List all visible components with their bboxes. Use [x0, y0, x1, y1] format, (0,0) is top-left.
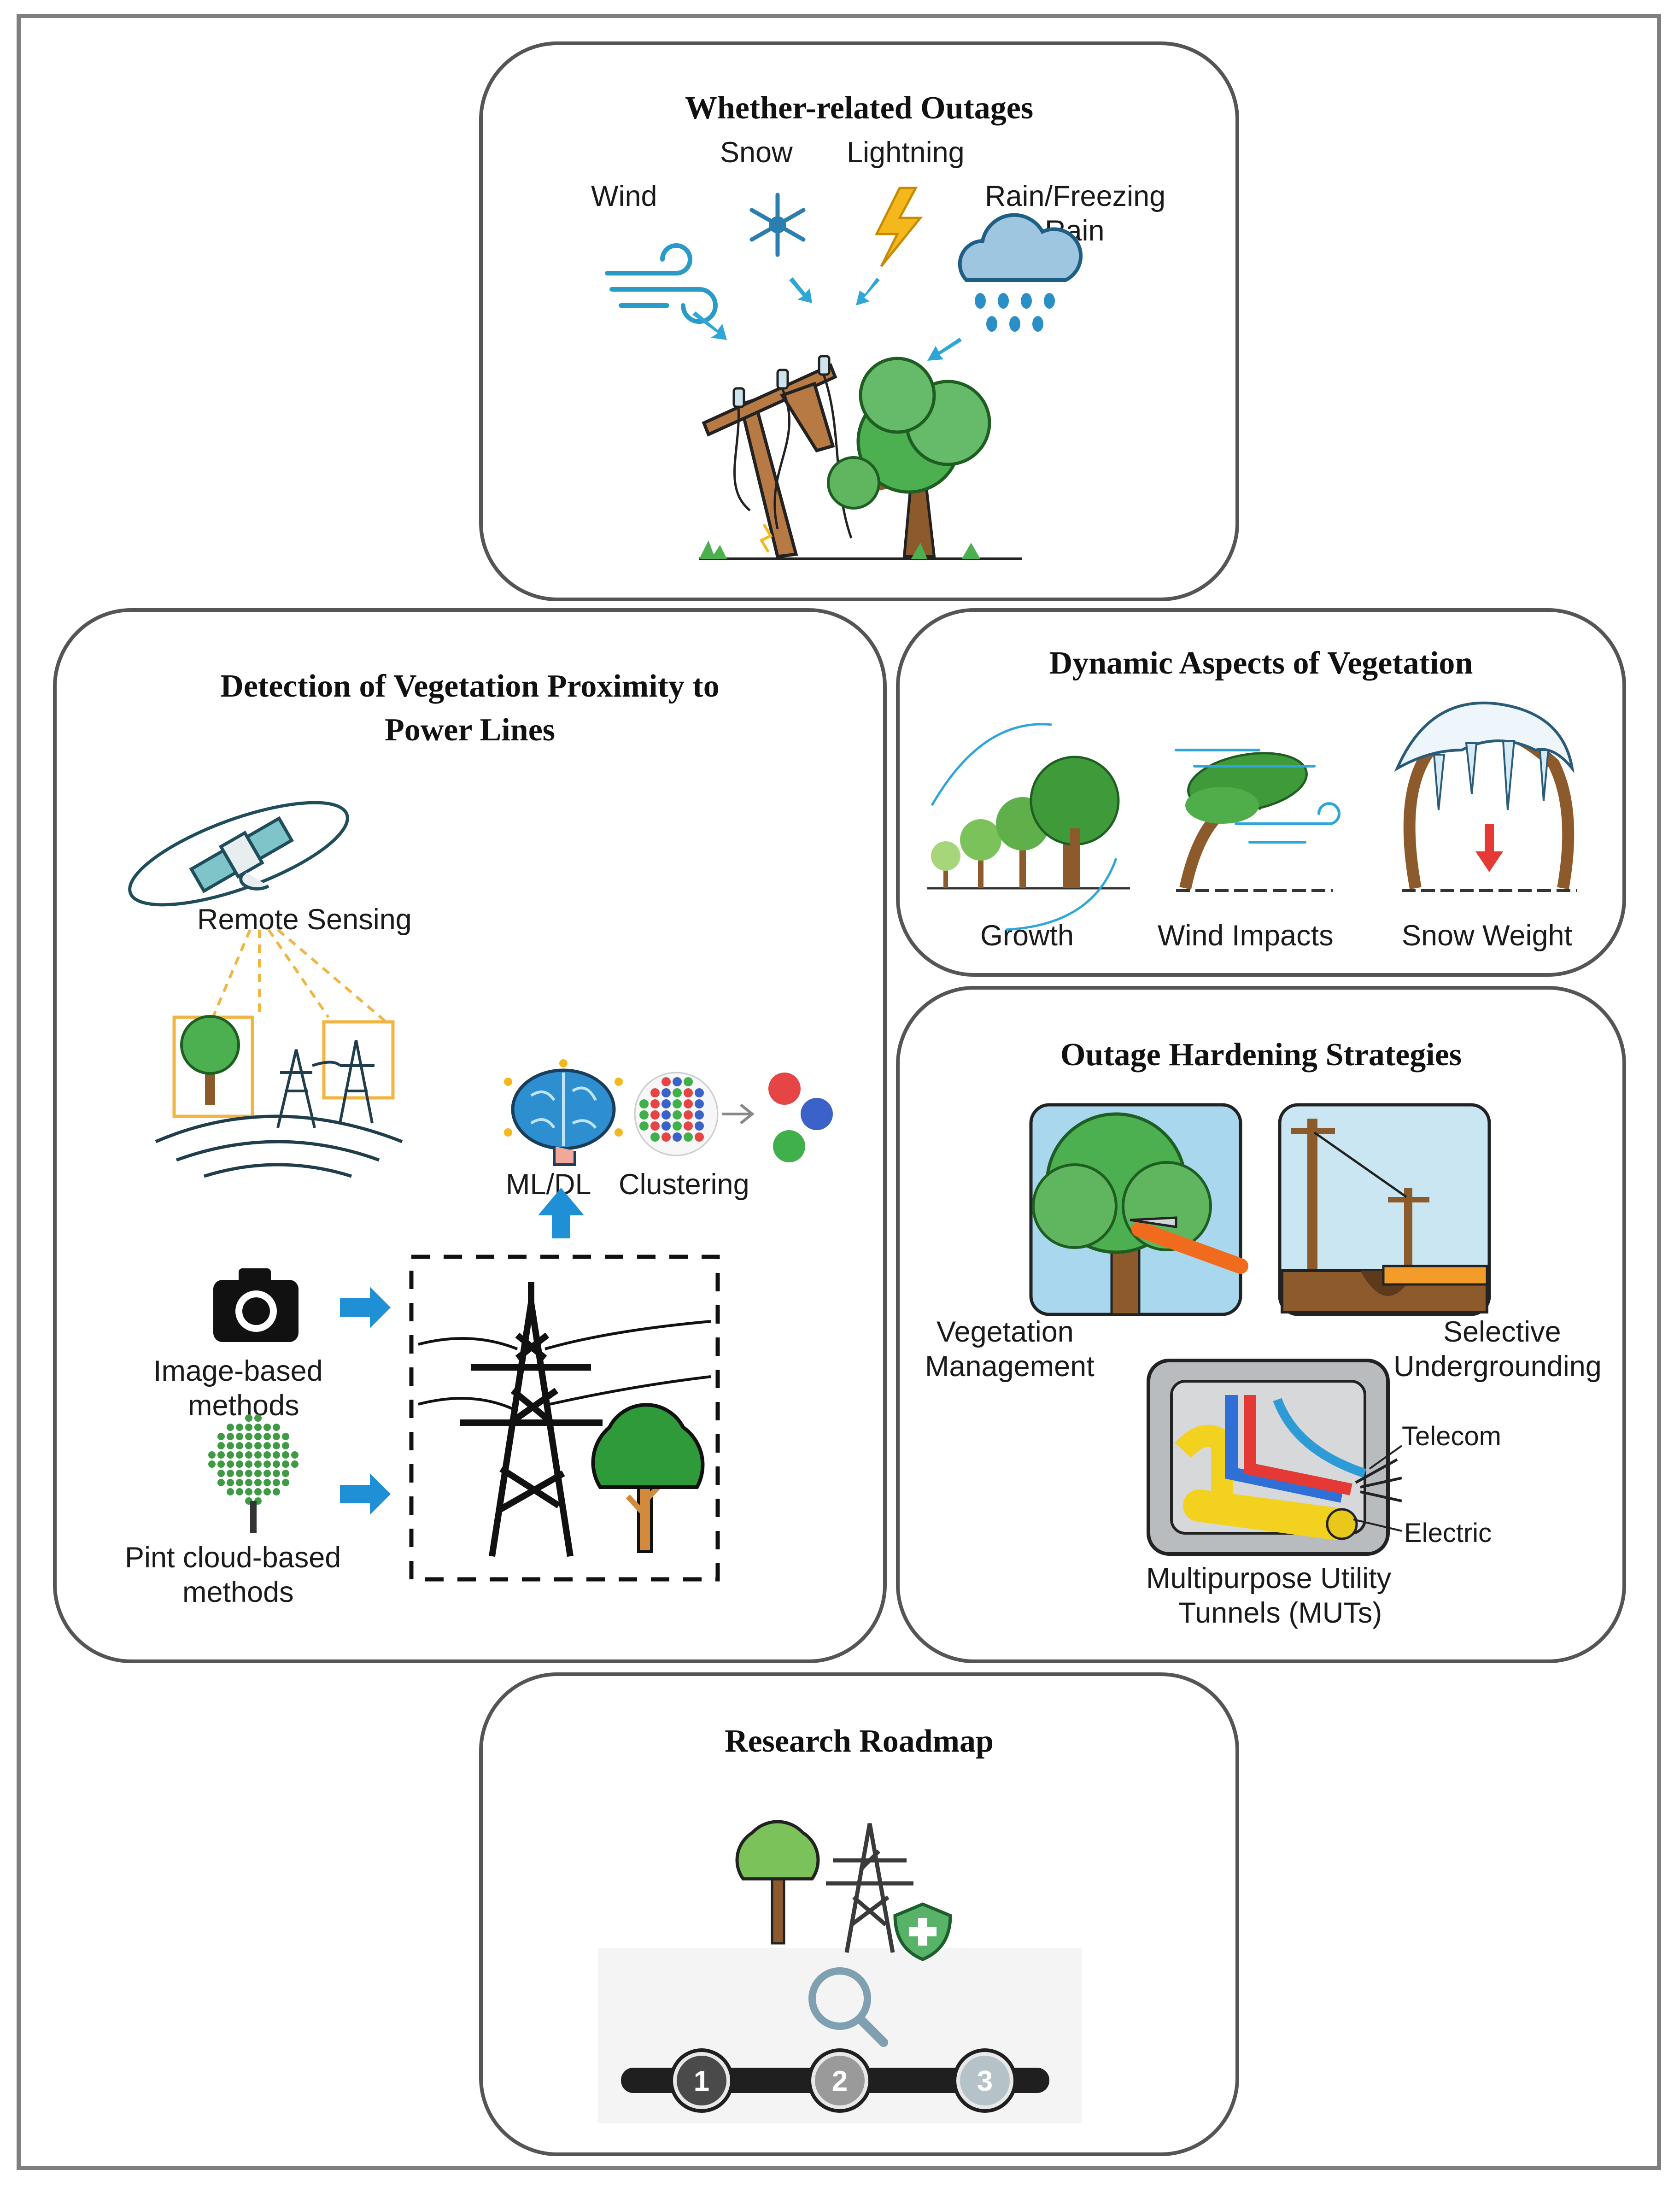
dynamic-aspects-panel: Dynamic Aspects of Vegetation Growth Win… [896, 608, 1626, 977]
wind-icon [605, 243, 718, 324]
image-methods-label-line2: methods [188, 1390, 299, 1422]
roadmap-step-2-number: 2 [832, 2065, 848, 2097]
detection-bounding-box [409, 1255, 720, 1582]
up-arrow-icon [538, 1188, 584, 1238]
growth-label: Growth [980, 920, 1074, 952]
clustering-label: Clustering [619, 1168, 749, 1201]
sensing-scene [155, 1015, 403, 1178]
growth-icon [927, 723, 1130, 931]
mut-label-line2: Tunnels (MUTs) [1178, 1597, 1382, 1629]
camera-icon [213, 1268, 299, 1342]
pointcloud-methods-label-line2: methods [182, 1576, 294, 1608]
broken-pole-icon [699, 355, 1022, 560]
telecom-label: Telecom [1402, 1421, 1501, 1451]
image-methods-label-line1: Image-based [153, 1355, 323, 1387]
hardening-panel-title: Outage Hardening Strategies [1060, 1037, 1462, 1073]
sensing-beams [210, 928, 387, 1023]
snowflake-icon [749, 193, 806, 257]
clustering-icon [634, 1072, 833, 1162]
detection-panel: Detection of Vegetation Proximity to Pow… [53, 608, 887, 1663]
selective-undergrounding-label-line2: Undergrounding [1393, 1350, 1602, 1383]
image-arrow-icon [340, 1287, 391, 1328]
weather-illustration [605, 187, 1083, 560]
detection-illustration [128, 801, 833, 1582]
wind-label: Wind [591, 180, 657, 212]
outer-frame [17, 14, 1661, 2170]
mut-label-line1: Multipurpose Utility [1146, 1562, 1392, 1595]
ml-dl-label: ML/DL [506, 1168, 591, 1201]
vegetation-management-label-line2: Management [925, 1350, 1095, 1383]
wind-impact-icon [1175, 749, 1340, 892]
roadmap-illustration: 1 2 3 [598, 1820, 1082, 2123]
dynamic-panel-title: Dynamic Aspects of Vegetation [1049, 645, 1473, 681]
snow-weight-label: Snow Weight [1402, 920, 1573, 952]
roadmap-step-3-number: 3 [977, 2065, 993, 2097]
snow-weight-icon [1394, 701, 1577, 892]
wind-impacts-label: Wind Impacts [1158, 920, 1334, 952]
roadmap-step-2-icon [808, 2048, 872, 2113]
detection-panel-title-line2: Power Lines [384, 712, 556, 748]
roadmap-step-3-icon [953, 2048, 1017, 2113]
research-roadmap-panel: Research Roadmap [479, 1672, 1239, 2156]
weather-panel-title: Whether-related Outages [685, 90, 1034, 126]
transmission-tower-icon [460, 1282, 603, 1557]
roadmap-tree-icon [735, 1820, 820, 1945]
roadmap-tower-icon [826, 1823, 913, 1953]
pointcloud-arrow-icon [340, 1473, 391, 1515]
rain-label-line1: Rain/Freezing [985, 180, 1166, 212]
lightning-label: Lightning [847, 136, 965, 169]
mut-tunnel-icon [1147, 1359, 1403, 1556]
brain-icon [504, 1059, 623, 1166]
dynamic-illustration [927, 701, 1577, 931]
sensing-box-tower [322, 1020, 395, 1100]
rain-cloud-icon [958, 213, 1083, 332]
snow-label: Snow [720, 136, 793, 169]
hardening-illustration [1029, 1103, 1491, 1556]
point-cloud-tree-icon [208, 1414, 299, 1505]
pointcloud-methods-label-line1: Pint cloud-based [125, 1542, 341, 1574]
vegetation-management-label-line1: Vegetation [937, 1316, 1074, 1348]
roadmap-step-1-number: 1 [694, 2065, 709, 2097]
tree-icon [591, 1403, 705, 1553]
weather-arrows [692, 277, 962, 361]
selective-undergrounding-icon [1278, 1103, 1491, 1316]
roadmap-panel-title: Research Roadmap [725, 1724, 994, 1759]
magnifier-icon [808, 1967, 888, 2047]
shield-icon [893, 1902, 952, 1961]
electric-label: Electric [1404, 1518, 1492, 1548]
roadmap-step-1-icon [669, 2048, 734, 2113]
hardening-panel: Outage Hardening Strategies Vegetation M… [896, 986, 1626, 1663]
detection-panel-title-line1: Detection of Vegetation Proximity to [220, 668, 720, 704]
selective-undergrounding-label-line1: Selective [1443, 1316, 1561, 1348]
remote-sensing-label: Remote Sensing [197, 903, 412, 936]
satellite-icon [128, 801, 349, 907]
vegetation-management-icon [1029, 1103, 1248, 1316]
lightning-icon [874, 187, 923, 267]
weather-outages-panel: Whether-related Outages Wind Snow Lightn… [479, 41, 1239, 601]
